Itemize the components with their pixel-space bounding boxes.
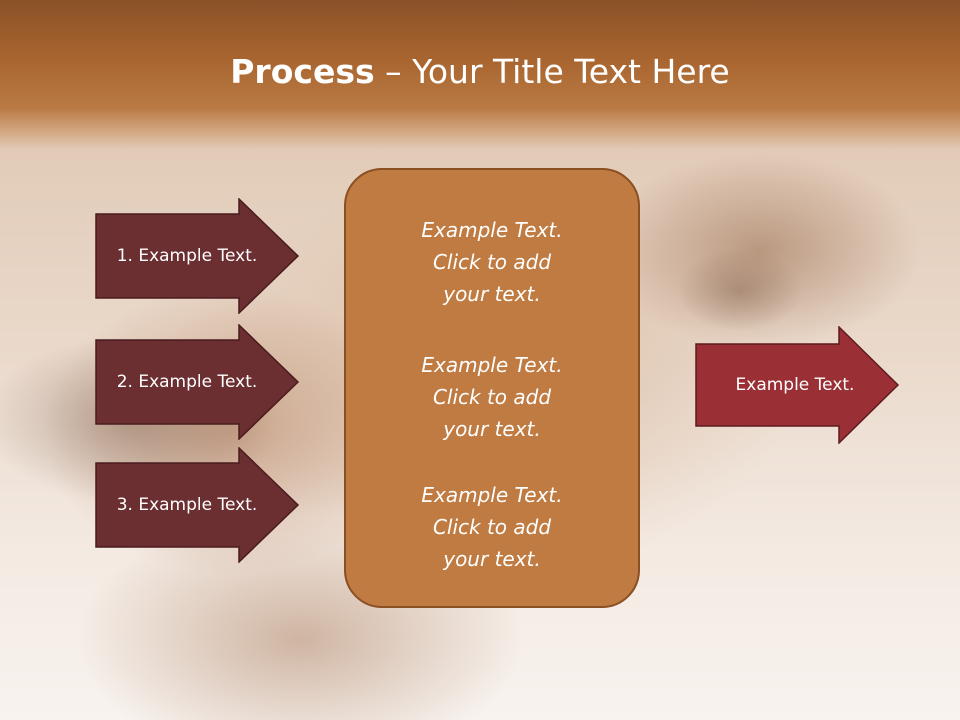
process-step-arrow-3[interactable]: 3. Example Text. — [95, 447, 300, 563]
block-line: Click to add — [432, 515, 552, 539]
block-line: Click to add — [432, 250, 552, 274]
process-step-label: 3. Example Text. — [116, 495, 258, 515]
process-step-arrow-1[interactable]: 1. Example Text. — [95, 198, 300, 314]
arrow-shape — [95, 324, 300, 440]
arrow-shape — [95, 447, 300, 563]
process-step-label: 2. Example Text. — [116, 372, 258, 392]
slide-title[interactable]: Process – Your Title Text Here — [0, 52, 960, 91]
block-line: your text. — [443, 547, 541, 571]
title-rest-text: – Your Title Text Here — [374, 52, 730, 91]
block-line: your text. — [443, 282, 541, 306]
center-text-block-3: Example Text. Click to add your text. — [346, 479, 638, 575]
title-bold-text: Process — [230, 52, 375, 91]
center-text-box[interactable]: Example Text. Click to add your text. Ex… — [344, 168, 640, 608]
block-line: Click to add — [432, 385, 552, 409]
title-band — [0, 0, 960, 150]
process-step-arrow-2[interactable]: 2. Example Text. — [95, 324, 300, 440]
block-line: Example Text. — [421, 483, 563, 507]
arrow-shape — [695, 326, 900, 444]
result-arrow[interactable]: Example Text. — [695, 326, 900, 444]
block-line: your text. — [443, 417, 541, 441]
block-line: Example Text. — [421, 353, 563, 377]
process-step-label: 1. Example Text. — [116, 246, 258, 266]
arrow-shape — [95, 198, 300, 314]
center-text-block-2: Example Text. Click to add your text. — [346, 349, 638, 445]
center-text-block-1: Example Text. Click to add your text. — [346, 214, 638, 310]
block-line: Example Text. — [421, 218, 563, 242]
result-arrow-label: Example Text. — [735, 375, 855, 395]
